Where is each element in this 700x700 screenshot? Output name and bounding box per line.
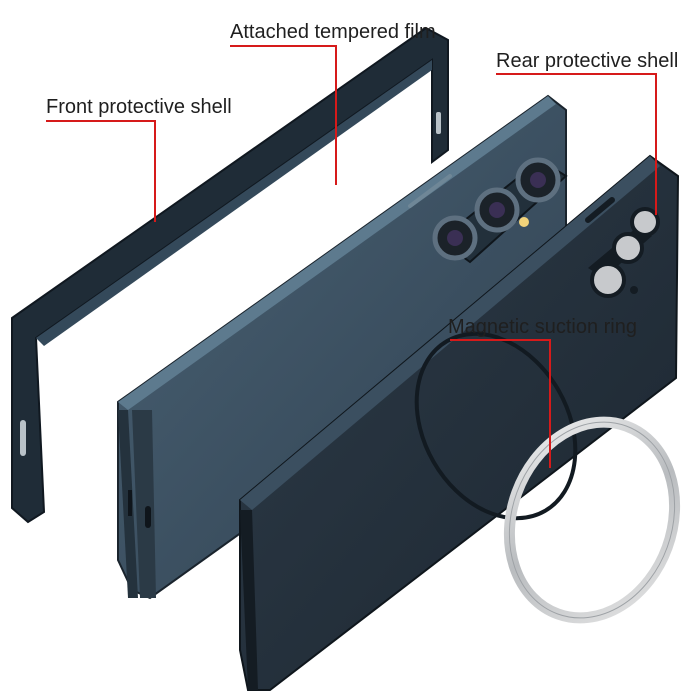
rear-protective-shell [239, 154, 680, 691]
callout-rear-shell-label: Rear protective shell [496, 50, 679, 72]
callout-line-magnetic-ring [450, 339, 551, 468]
callout-line-rear-shell [496, 73, 657, 215]
callout-tempered-film-label: Attached tempered film [230, 21, 436, 43]
phone-camera-lenses [432, 157, 568, 264]
magnetic-suction-ring [503, 416, 681, 624]
front-protective-shell [11, 26, 449, 524]
callout-lines [46, 45, 657, 468]
callout-magnetic-ring-label: Magnetic suction ring [448, 316, 637, 338]
callout-front-shell-label: Front protective shell [46, 96, 232, 118]
callout-line-tempered-film [230, 45, 337, 185]
callout-line-front-shell [46, 120, 156, 222]
